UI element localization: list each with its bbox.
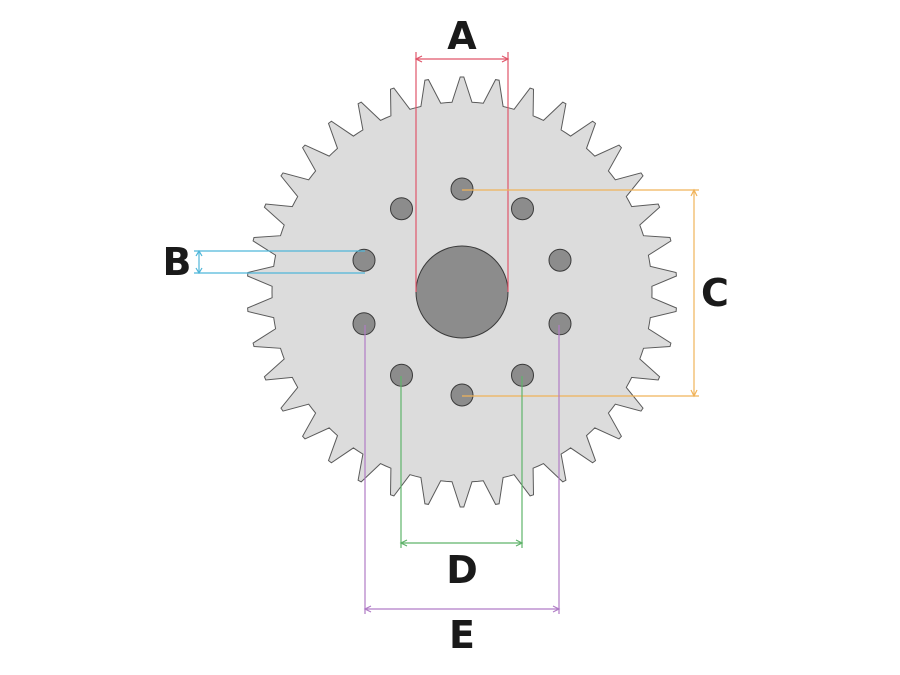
dimension-b-arrow-top (195, 249, 203, 257)
dimension-c: C (462, 188, 729, 398)
dimension-e-arrow-right (552, 605, 561, 613)
bolt-hole (390, 197, 413, 221)
dimension-b-arrow-bottom (195, 267, 203, 275)
bolt-hole (511, 197, 534, 221)
center-bore-hole (415, 245, 509, 339)
bolt-hole (450, 177, 474, 201)
dimension-a-arrow-left (414, 55, 423, 63)
dimension-c-arrow-bottom (690, 389, 698, 398)
bolt-hole (548, 312, 572, 336)
bolt-hole (450, 383, 474, 407)
dimension-e-arrow-left (363, 605, 372, 613)
dimension-d-label: D (446, 548, 478, 592)
dimension-a: A (414, 14, 510, 292)
dimension-e-label: E (449, 613, 475, 657)
dimension-e: E (363, 325, 561, 657)
dimension-a-label: A (447, 14, 477, 58)
dimension-c-arrow-top (690, 188, 698, 197)
bolt-hole (352, 312, 376, 336)
bolt-holes (352, 177, 572, 407)
bolt-hole (548, 248, 572, 272)
dimension-d-arrow-left (399, 539, 408, 547)
bolt-hole (352, 248, 376, 272)
dimension-b: B (163, 240, 365, 284)
dimension-b-label: B (163, 240, 192, 284)
dimension-d-arrow-right (515, 539, 524, 547)
sprocket (247, 76, 677, 508)
dimension-d: D (399, 376, 524, 592)
dimension-c-label: C (701, 271, 729, 315)
dimension-a-arrow-right (501, 55, 510, 63)
